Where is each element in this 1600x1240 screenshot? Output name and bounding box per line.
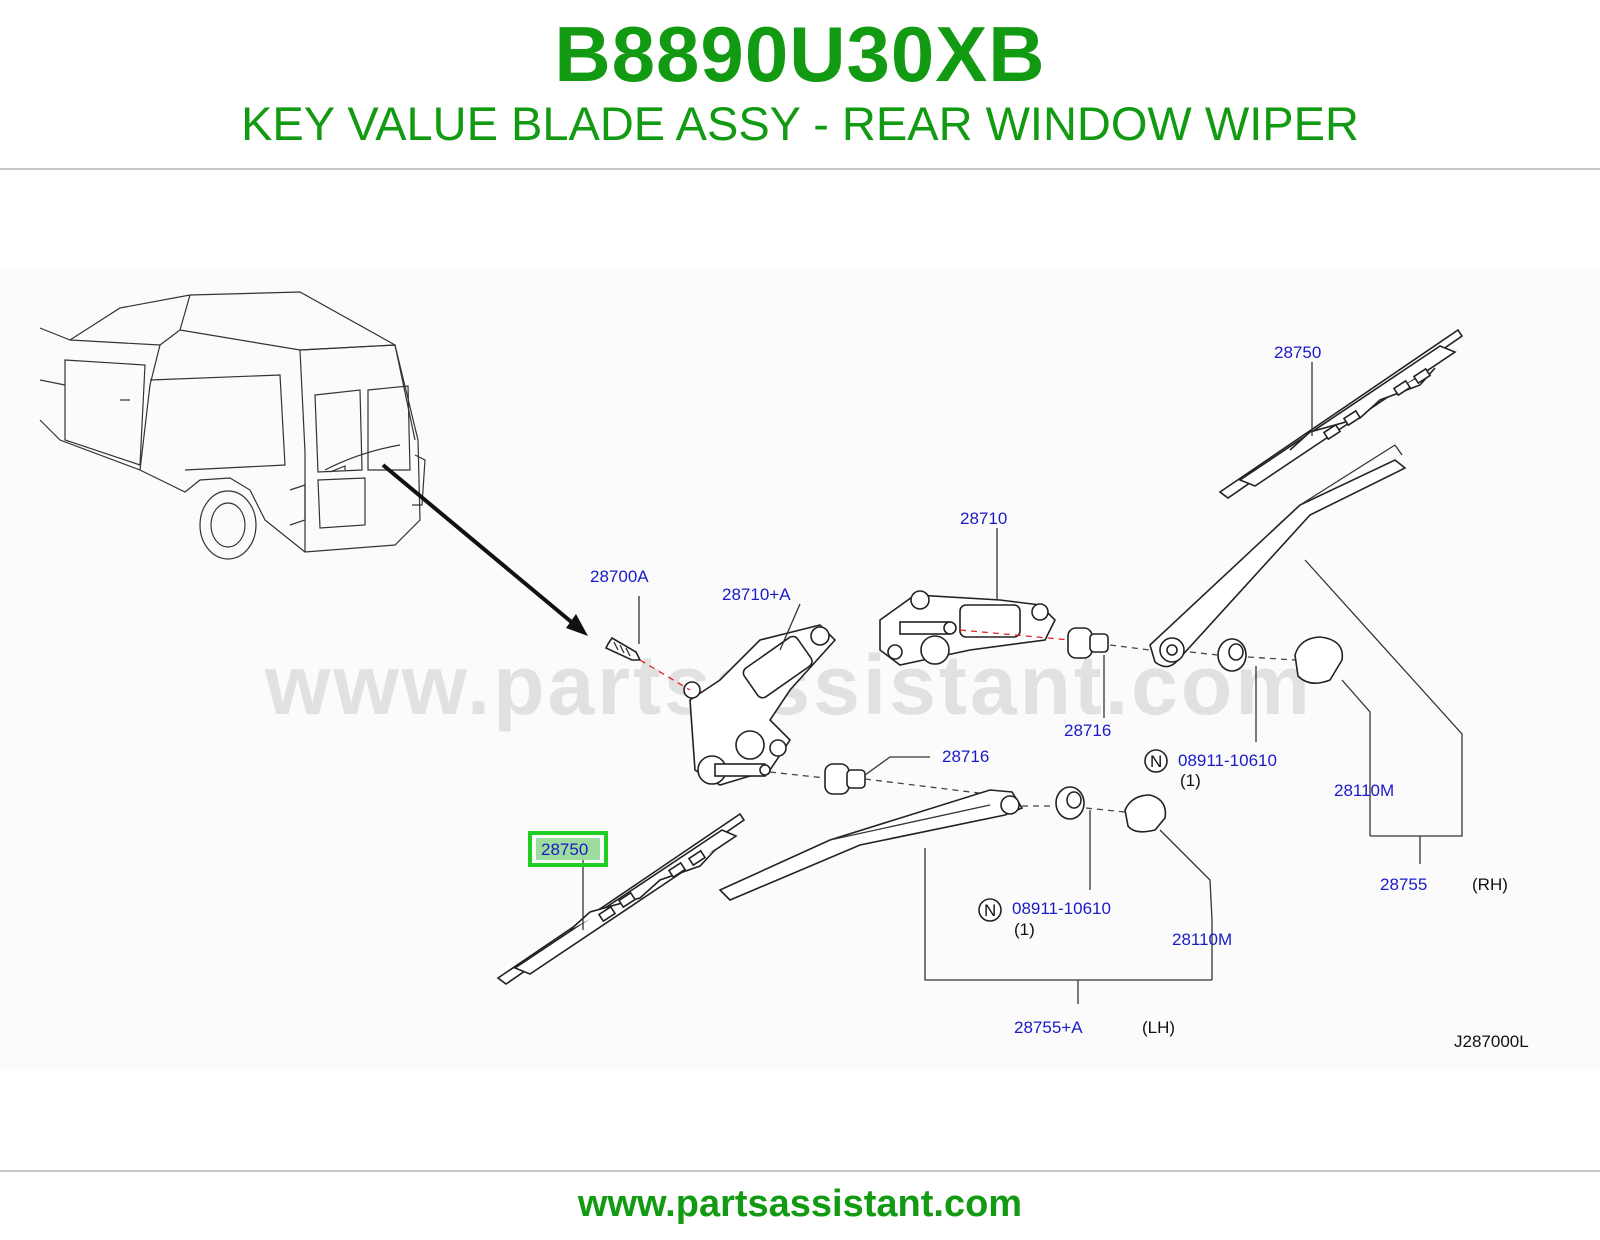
diagram-code: J287000L <box>1454 1032 1529 1051</box>
footer-divider <box>0 1170 1600 1172</box>
n-symbol-lh-label: N <box>984 901 996 920</box>
label-motor[interactable]: 28710 <box>960 509 1007 528</box>
grommet-rh <box>1067 627 1109 659</box>
wiper-blade-lh <box>496 812 746 985</box>
label-grommet-rh[interactable]: 28716 <box>1064 721 1111 740</box>
n-symbol-lh <box>978 898 1002 922</box>
cap-lh <box>1124 794 1167 833</box>
nut-lh <box>1055 786 1085 820</box>
label-motor-assy[interactable]: 28710+A <box>722 585 791 604</box>
part-description: KEY VALUE BLADE ASSY - REAR WINDOW WIPER <box>241 97 1359 150</box>
header-divider <box>0 168 1600 170</box>
highlight-fill <box>536 838 600 860</box>
label-cap-lh[interactable]: 28110M <box>1172 930 1232 949</box>
label-screw[interactable]: 28700A <box>590 567 649 586</box>
wiper-motor-assy <box>683 624 837 786</box>
label-blade-rh[interactable]: 28750 <box>1274 343 1321 362</box>
part-number-title: B8890U30XB <box>554 10 1046 98</box>
nut-rh <box>1217 638 1247 672</box>
location-arrow <box>381 463 588 636</box>
vehicle-illustration <box>39 291 426 560</box>
label-nut-rh-qty: (1) <box>1180 771 1201 790</box>
label-cap-rh[interactable]: 28110M <box>1334 781 1394 800</box>
wiper-arm-rh <box>1149 444 1407 668</box>
grommet-lh <box>824 763 866 795</box>
label-arm-rh[interactable]: 28755 <box>1380 875 1427 894</box>
label-arm-lh[interactable]: 28755+A <box>1014 1018 1083 1037</box>
n-symbol-rh <box>1144 749 1168 773</box>
label-arm-lh-side: (LH) <box>1142 1018 1175 1037</box>
n-symbol-rh-label: N <box>1150 752 1162 771</box>
wiper-blade-rh <box>1218 328 1464 499</box>
label-nut-lh[interactable]: 08911-10610 <box>1012 899 1111 918</box>
cap-rh <box>1294 636 1344 684</box>
label-nut-lh-qty: (1) <box>1014 920 1035 939</box>
wiper-motor <box>879 590 1056 666</box>
parts-diagram: www.partsassistant.com <box>0 270 1600 1070</box>
label-arm-rh-side: (RH) <box>1472 875 1508 894</box>
highlight-box <box>528 831 608 867</box>
leader-lines <box>582 362 1463 1004</box>
wiper-arm-lh <box>718 789 1024 901</box>
label-blade-lh-highlighted[interactable]: 28750 <box>541 840 588 859</box>
label-grommet-lh[interactable]: 28716 <box>942 747 989 766</box>
label-nut-rh[interactable]: 08911-10610 <box>1178 751 1277 770</box>
footer-url[interactable]: www.partsassistant.com <box>577 1183 1023 1225</box>
